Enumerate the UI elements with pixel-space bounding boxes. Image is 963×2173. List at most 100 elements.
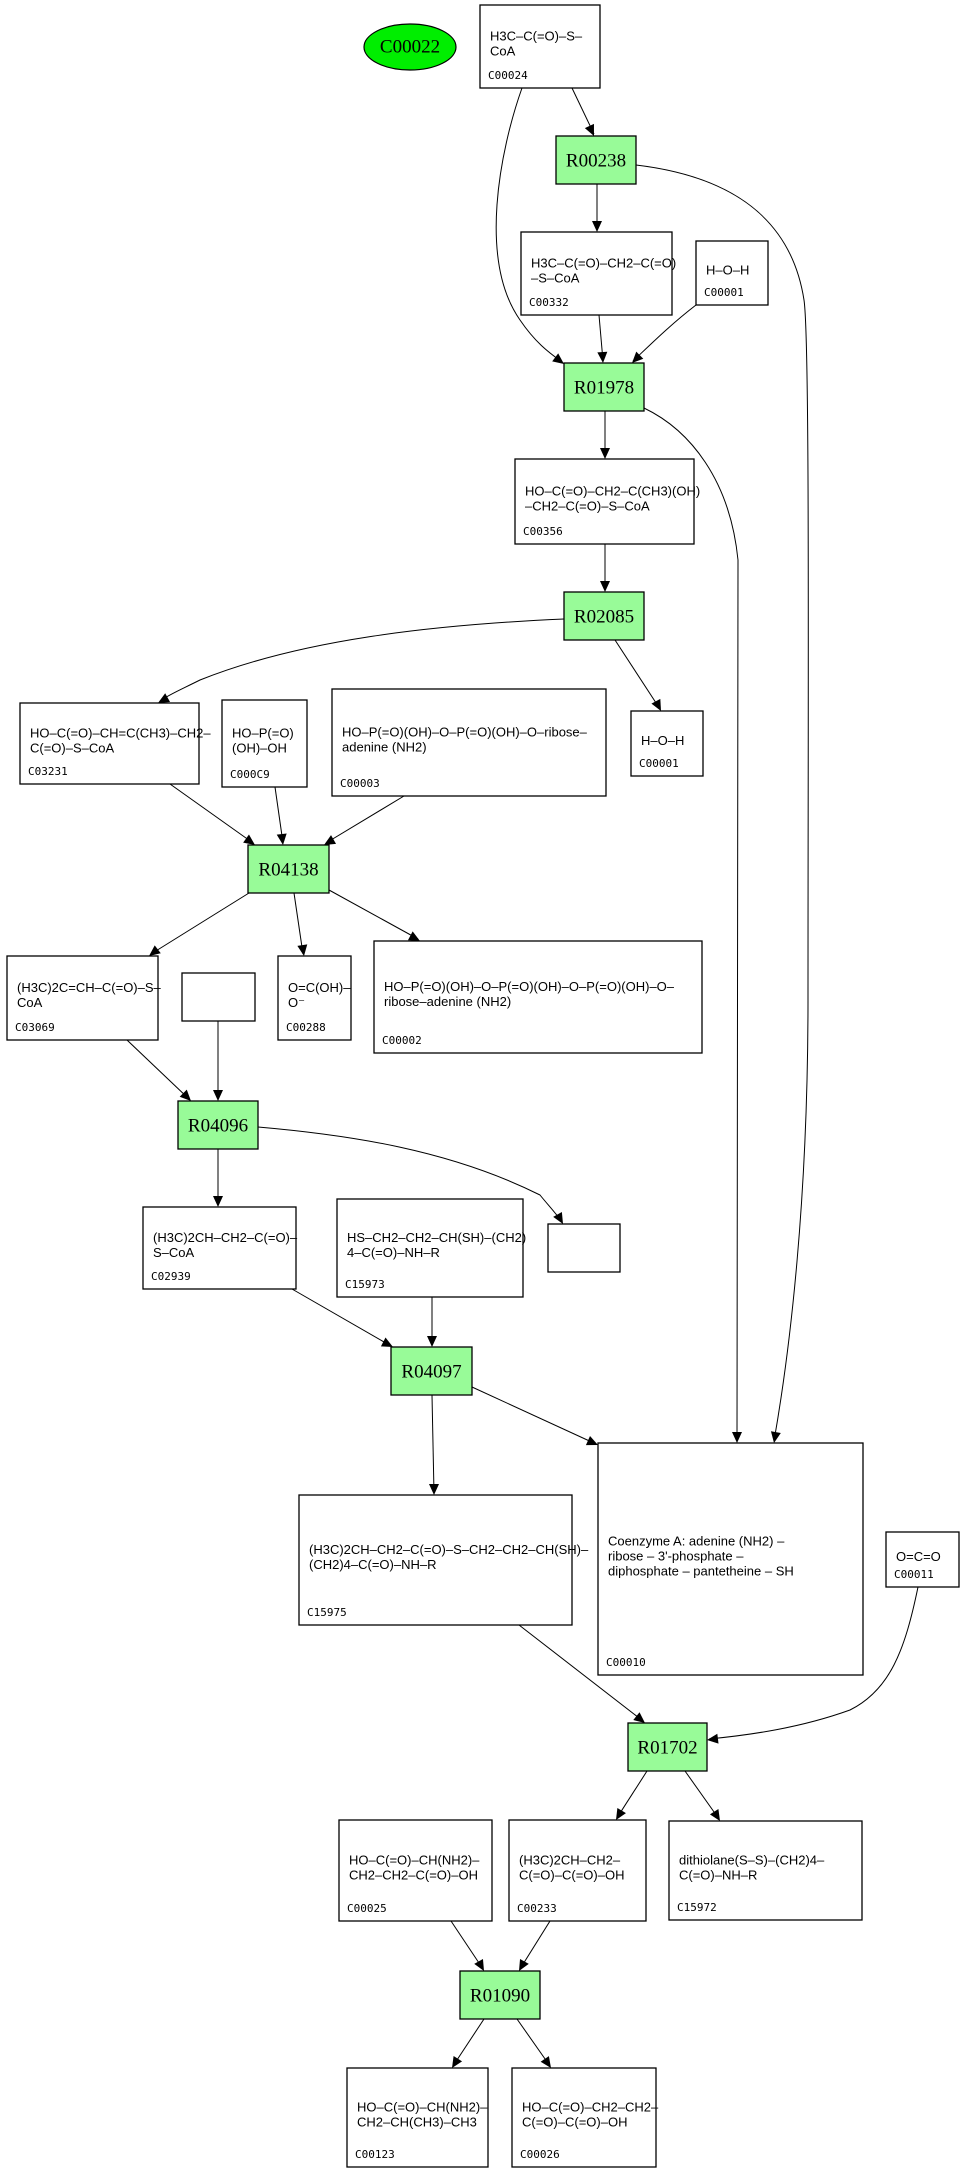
compound-C00010[interactable]: Coenzyme A: adenine (NH2) – ribose – 3'-… (597, 1442, 864, 1676)
compound-ellipse[interactable] (363, 23, 457, 71)
structure-formula: HO–C(=O)–CH(NH2)– (357, 2100, 488, 2115)
edge-C00003-to-R04138 (324, 795, 405, 845)
compound-box[interactable] (508, 1819, 647, 1922)
edges-layer (126, 87, 919, 2068)
compound-box[interactable] (695, 240, 769, 306)
edge-line (450, 1920, 484, 1970)
compound-id-label: C00001 (639, 757, 679, 770)
structure-formula: HO–P(=O) (232, 726, 294, 741)
reaction-box[interactable] (563, 591, 645, 641)
compound-box[interactable] (221, 699, 308, 788)
compound-box[interactable] (142, 1206, 297, 1290)
compound-id-label: C00233 (517, 1902, 557, 1915)
edge-line (708, 1586, 919, 1740)
compound-box[interactable] (547, 1223, 621, 1273)
reaction-box[interactable] (177, 1100, 259, 1150)
compound-box[interactable] (6, 955, 159, 1041)
compound-box[interactable] (19, 702, 200, 785)
edge-line (431, 1394, 435, 1494)
reaction-R04138[interactable]: R04138 (247, 844, 330, 894)
highlighted-compound-C00022[interactable]: C00022 (363, 23, 457, 71)
compound-id-label: C00011 (894, 1568, 934, 1581)
compound-C00356[interactable]: HO–C(=O)–CH2–C(CH3)(OH)–CH2–C(=O)–S–CoAC… (514, 458, 700, 545)
structure-formula: ribose–adenine (NH2) (384, 994, 511, 1009)
reaction-R04097[interactable]: R04097 (390, 1346, 473, 1396)
compound-C15975[interactable]: (H3C)2CH–CH2–C(=O)–S–CH2–CH2–CH(SH)–(CH2… (298, 1494, 589, 1626)
reaction-box[interactable] (459, 1970, 541, 2020)
edge-line (518, 1624, 644, 1722)
compound-box[interactable] (479, 4, 601, 89)
compound-box[interactable] (373, 940, 703, 1054)
compound-box[interactable] (298, 1494, 573, 1626)
arrowhead-icon (600, 448, 610, 459)
arrowhead-icon (324, 835, 337, 845)
compound-box[interactable] (338, 1819, 493, 1922)
structure-formula: H–O–H (641, 733, 684, 748)
compound-box[interactable] (520, 231, 673, 316)
reaction-label: R01090 (470, 1986, 530, 2007)
arrowhead-icon (540, 2056, 551, 2068)
reaction-box[interactable] (247, 844, 330, 894)
compound-box[interactable] (630, 710, 704, 777)
compound-box[interactable] (331, 688, 607, 797)
reaction-R01978[interactable]: R01978 (563, 362, 645, 412)
compound-id-label: C000C9 (230, 768, 270, 781)
reaction-R01702[interactable]: R01702 (627, 1722, 708, 1772)
structure-formula: CoA (490, 44, 516, 59)
reaction-R01090[interactable]: R01090 (459, 1970, 541, 2020)
compound-C00002[interactable]: HO–P(=O)(OH)–O–P(=O)(OH)–O–P(=O)(OH)–O–r… (373, 940, 703, 1054)
arrowhead-icon (633, 1712, 645, 1723)
compound-C15973[interactable]: HS–CH2–CH2–CH(SH)–(CH2)4–C(=O)–NH–RC1597… (336, 1198, 526, 1298)
compound-box[interactable] (885, 1531, 960, 1588)
edge-C00233-to-R01090 (519, 1920, 551, 1971)
structure-formula: HO–P(=O)(OH)–O–P(=O)(OH)–O–P(=O)(OH)–O– (384, 979, 675, 994)
arrowhead-icon (585, 1435, 598, 1446)
compound-box[interactable] (181, 972, 256, 1022)
structure-formula: CH2–CH2–C(=O)–OH (349, 1868, 478, 1883)
compound-C00288[interactable]: O=C(OH)–O⁻C00288 (277, 955, 352, 1041)
reaction-box[interactable] (563, 362, 645, 412)
reaction-box[interactable] (627, 1722, 708, 1772)
reaction-box[interactable] (555, 135, 637, 185)
compound-box[interactable] (277, 955, 352, 1041)
compound-id-label: C15973 (345, 1278, 385, 1291)
reaction-R00238[interactable]: R00238 (555, 135, 637, 185)
compound-box[interactable] (511, 2067, 657, 2168)
compound-empty[interactable] (547, 1223, 621, 1273)
compound-C00001[interactable]: H–O–H C00001 (630, 710, 704, 777)
edge-C15975-to-R01702 (518, 1624, 645, 1723)
edge-R04138-to-C00288 (293, 892, 308, 956)
arrowhead-icon (243, 834, 255, 845)
structure-formula: (H3C)2CH–CH2–C(=O)–S–CH2–CH2–CH(SH)– (309, 1542, 589, 1557)
structure-formula: (H3C)2C=CH–C(=O)–S– (17, 980, 162, 995)
structure-formula: (H3C)2CH–CH2–C(=O)– (153, 1230, 298, 1245)
compound-box[interactable] (346, 2067, 489, 2168)
compound-box[interactable] (668, 1820, 863, 1921)
edge-line (325, 795, 405, 844)
compound-box[interactable] (514, 458, 695, 545)
reaction-R04096[interactable]: R04096 (177, 1100, 259, 1150)
compound-id-label: C00288 (286, 1021, 326, 1034)
edge-line (274, 786, 284, 844)
arrowhead-icon (519, 1958, 529, 1971)
edge-line (635, 164, 809, 1442)
compound-empty[interactable] (181, 972, 256, 1022)
compound-C00003[interactable]: HO–P(=O)(OH)–O–P(=O)(OH)–O–ribose–adenin… (331, 688, 607, 797)
compound-box[interactable] (597, 1442, 864, 1676)
reaction-R02085[interactable]: R02085 (563, 591, 645, 641)
compound-box[interactable] (336, 1198, 524, 1298)
reaction-box[interactable] (390, 1346, 473, 1396)
